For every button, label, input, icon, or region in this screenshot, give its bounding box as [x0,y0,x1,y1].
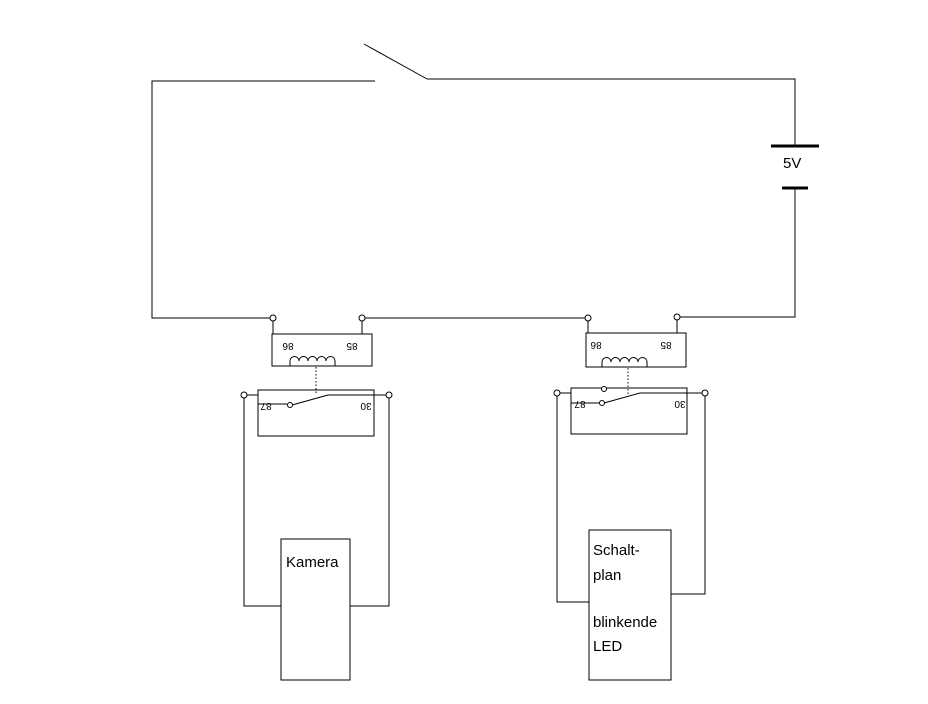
relay-1: 86 85 87 30 [240,314,393,437]
relay-2-terminal-85[interactable] [673,313,681,321]
relay-2-switch-blade [603,392,641,404]
relay-1-terminal-86[interactable] [269,314,277,322]
relay-1-pin-87: 87 [260,400,272,411]
relay-2-terminal-86[interactable] [584,314,592,322]
relay-2-terminal-30[interactable] [701,389,709,397]
left-top-wire [151,80,375,319]
battery-voltage-label: 5V [783,155,801,172]
relay-2: 86 85 87 30 [553,313,709,435]
relay-1-switch-box [257,389,375,437]
battery-symbol: 5V [771,144,819,190]
main-loop-wires [151,78,796,319]
right-top-wire [427,78,796,145]
kamera-label: Kamera [286,554,339,571]
relay-2-pin-87: 87 [574,398,586,409]
relay-1-coil [289,356,336,366]
relay-2-contact-dot-top [601,386,607,392]
kamera-left-wire [243,398,281,607]
relay-2-coil [601,357,648,367]
led-label-line-2: plan [593,567,621,584]
kamera-right-wire [350,398,390,607]
led-label-line-5: LED [593,638,622,655]
kamera-box[interactable] [280,538,351,681]
led-box[interactable] [588,529,672,681]
relay-2-pin-85: 85 [660,339,672,350]
relay-1-pin-85: 85 [346,340,358,351]
led-left-wire [556,396,589,603]
relay-2-pin-30: 30 [674,398,686,409]
relay-1-coil-box [271,333,373,367]
led-label-line-4: blinkende [593,614,657,631]
battery-to-relay2-wire [677,189,796,318]
relay-1-pin-30: 30 [360,400,372,411]
relay-1-switch-blade [291,394,329,406]
main-switch-lever[interactable] [363,43,428,80]
relay-2-contact-dot-left [599,400,605,406]
relay-1-contact-dot-left [287,402,293,408]
relay-1-terminal-85[interactable] [358,314,366,322]
relay-1-terminal-87[interactable] [240,391,248,399]
load-kamera: Kamera [243,398,390,681]
relay-2-switch-box [570,387,688,435]
led-label-line-1: Schalt- [593,542,640,559]
relay-1-pin-86: 86 [282,340,294,351]
relay-2-pin-86: 86 [590,339,602,350]
relay-2-terminal-87[interactable] [553,389,561,397]
relay-2-coil-box [585,332,687,368]
load-blink-led: Schalt- plan blinkende LED [556,396,706,681]
led-right-wire [671,396,706,595]
relay-1-terminal-30[interactable] [385,391,393,399]
